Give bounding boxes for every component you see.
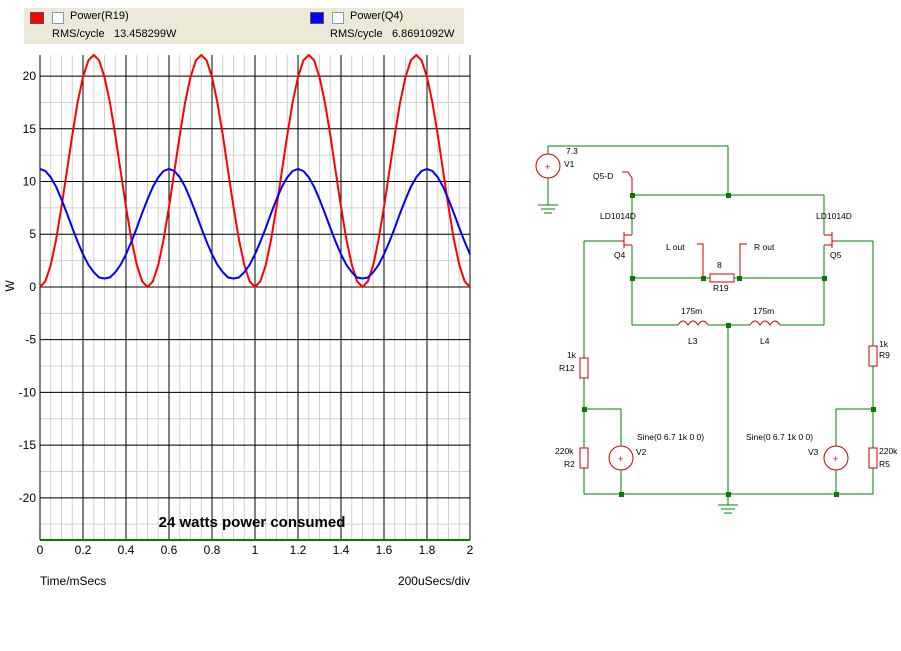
legend-bar: Power(R19) RMS/cycle 13.458299W Power(Q4… [24, 8, 464, 44]
x-tick-label: 0 [37, 543, 44, 557]
q5-type: LD1014D [816, 211, 852, 221]
l3-value: 175m [681, 306, 702, 316]
y-tick-label: -10 [19, 385, 37, 399]
chart-annotation: 24 watts power consumed [159, 514, 346, 531]
r19-name: R19 [713, 283, 729, 293]
legend-checkbox-r19[interactable] [52, 12, 64, 24]
x-tick-label: 1 [252, 543, 259, 557]
series-line-q4 [39, 167, 471, 280]
y-tick-label: 15 [23, 122, 37, 136]
resistor-r19 [709, 273, 735, 283]
circuit-schematic: + 7.3 V1 Q5-D LD1014D Q4 [535, 145, 898, 514]
q5-name: Q5 [830, 250, 842, 260]
legend-stat-value-q4: 6.8691092W [392, 28, 455, 40]
x-tick-label: 1.2 [290, 543, 307, 557]
y-tick-label: -5 [25, 333, 36, 347]
y-tick-label: 0 [29, 280, 36, 294]
resistor-r2 [579, 447, 589, 469]
legend-stat-value-r19: 13.458299W [114, 28, 177, 40]
y-tick-label: 10 [23, 175, 37, 189]
inductor-l4 [749, 320, 781, 326]
resistor-r12 [579, 357, 589, 379]
l4-value: 175m [753, 306, 774, 316]
r2-name: R2 [564, 459, 575, 469]
l3-name: L3 [688, 336, 698, 346]
y-tick-label: 5 [29, 227, 36, 241]
x-tick-label: 1.8 [419, 543, 436, 557]
legend-stat-label-r19: RMS/cycle [52, 28, 105, 40]
y-tick-label: -15 [19, 438, 37, 452]
ground-icon [538, 204, 558, 214]
transistor-q4: LD1014D Q4 [584, 211, 636, 325]
x-tick-label: 2 [467, 543, 474, 557]
source-v1: + 7.3 V1 [535, 145, 728, 214]
l-out-label: L out [666, 242, 685, 252]
legend-stat-label-q4: RMS/cycle [330, 28, 383, 40]
r12-value: 1k [567, 350, 577, 360]
q4-type: LD1014D [600, 211, 636, 221]
svg-text:+: + [833, 454, 838, 464]
y-axis-label: W [3, 280, 17, 292]
r-out-label: R out [754, 242, 775, 252]
v2-name: V2 [636, 447, 647, 457]
r9-name: R9 [879, 350, 890, 360]
legend-swatch-q4[interactable] [310, 12, 324, 24]
r9-value: 1k [879, 339, 889, 349]
legend-name-r19: Power(R19) [70, 10, 129, 22]
v1-name: V1 [564, 159, 575, 169]
v3-value: Sine(0 6.7 1k 0 0) [746, 432, 813, 442]
q4-name: Q4 [614, 250, 626, 260]
x-tick-label: 0.6 [161, 543, 178, 557]
inductor-l3 [677, 320, 709, 326]
resistor-r5 [868, 447, 878, 469]
v2-value: Sine(0 6.7 1k 0 0) [637, 432, 704, 442]
series-line-r19 [39, 54, 471, 288]
y-tick-label: -20 [19, 491, 37, 505]
svg-text:+: + [618, 454, 623, 464]
r19-value: 8 [717, 260, 722, 270]
r12-name: R12 [559, 363, 575, 373]
legend-name-q4: Power(Q4) [350, 10, 404, 22]
v3-name: V3 [808, 447, 819, 457]
x-tick-label: 1.6 [376, 543, 393, 557]
legend-swatch-r19[interactable] [30, 12, 44, 24]
l4-name: L4 [760, 336, 770, 346]
v1-value: 7.3 [566, 146, 578, 156]
probe-q5d-label: Q5-D [593, 171, 613, 181]
svg-text:+: + [545, 162, 550, 172]
resistor-r9 [868, 345, 878, 367]
r2-value: 220k [555, 446, 574, 456]
ground-icon [718, 504, 738, 514]
y-tick-label: 20 [23, 69, 37, 83]
x-tick-label: 0.8 [204, 543, 221, 557]
x-axis-label: Time/mSecs [40, 574, 106, 588]
r5-name: R5 [879, 459, 890, 469]
r5-value: 220k [879, 446, 898, 456]
legend-checkbox-q4[interactable] [332, 12, 344, 24]
x-tick-label: 0.4 [118, 543, 135, 557]
x-tick-label: 0.2 [75, 543, 92, 557]
transistor-q5: LD1014D Q5 [816, 211, 873, 325]
x-tick-label: 1.4 [333, 543, 350, 557]
x-div-label: 200uSecs/div [398, 574, 470, 588]
